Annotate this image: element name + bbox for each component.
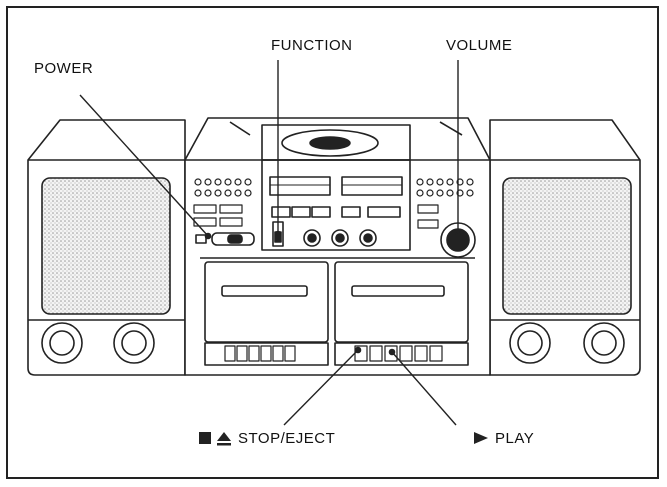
right-speaker-cabinet <box>489 119 641 376</box>
play-label: PLAY <box>495 430 535 447</box>
play-triangle-icon <box>474 432 488 444</box>
callout-lines <box>79 60 459 426</box>
right-speaker-grille <box>502 177 632 315</box>
cd-lid <box>281 129 379 157</box>
power-indicator <box>195 234 207 244</box>
cassette-deck-b <box>334 261 469 343</box>
left-knob-outer <box>41 322 83 364</box>
cassette-deck-a <box>204 261 329 343</box>
left-knob-outer-2 <box>113 322 155 364</box>
left-speaker-grille <box>41 177 171 315</box>
volume-label: VOLUME <box>446 37 513 54</box>
play-leader-line <box>391 351 457 426</box>
center-unit <box>184 117 491 376</box>
stop-eject-leader-line <box>283 349 359 426</box>
power-label: POWER <box>34 60 94 77</box>
eject-icon <box>217 432 231 446</box>
stop-eject-label: STOP/EJECT <box>238 430 336 447</box>
play-key <box>384 345 398 362</box>
left-speaker-cabinet <box>27 119 186 376</box>
stop-square-icon <box>199 432 211 444</box>
function-label: FUNCTION <box>271 37 353 54</box>
diagram-frame <box>6 6 659 479</box>
power-leader-line <box>79 94 209 237</box>
display-left <box>269 176 331 196</box>
display-right <box>341 176 403 196</box>
